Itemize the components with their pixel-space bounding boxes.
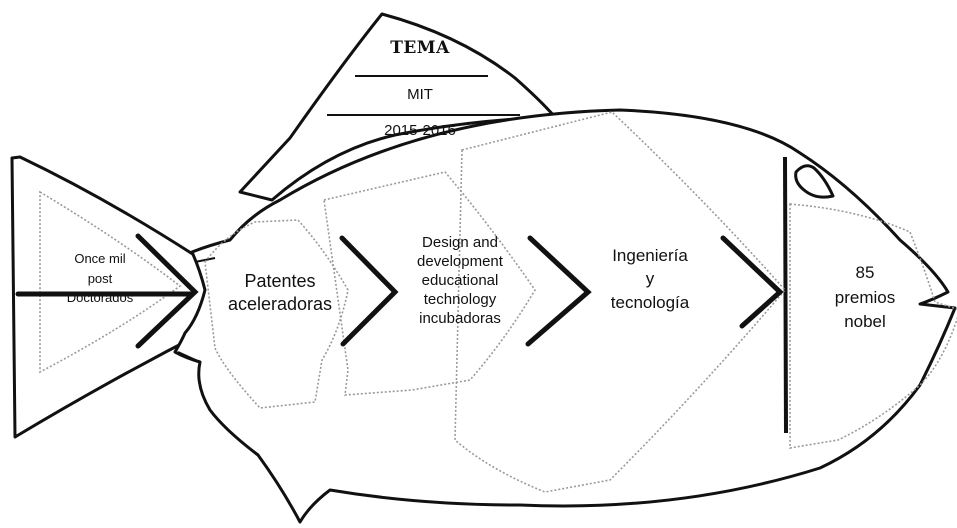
tail-joint-top (194, 257, 216, 263)
head-divider (783, 156, 788, 434)
tail-box (39, 190, 182, 374)
tail-label: Once mil post Doctorados (66, 251, 134, 305)
tema-title: TEMA (390, 38, 450, 58)
bone-3 (525, 235, 592, 347)
ingenieria-box (454, 111, 787, 493)
bone-2 (339, 235, 399, 347)
bone-4 (720, 235, 784, 329)
patentes-label: Patentes aceleradoras (227, 271, 333, 315)
tail-joint-bottom (177, 351, 201, 363)
tema-subject: MIT (407, 86, 433, 103)
patentes-box (204, 219, 349, 409)
eye (794, 164, 835, 199)
design-label: Design and development educational techn… (417, 234, 503, 328)
tema-period: 2015-2016 (384, 122, 456, 139)
head-label: 85 premios nobel (834, 263, 896, 332)
design-box (323, 171, 536, 396)
ingenieria-label: Ingeniería y tecnología (610, 246, 690, 312)
bone-1 (135, 233, 199, 349)
dorsal-fin (238, 12, 557, 202)
